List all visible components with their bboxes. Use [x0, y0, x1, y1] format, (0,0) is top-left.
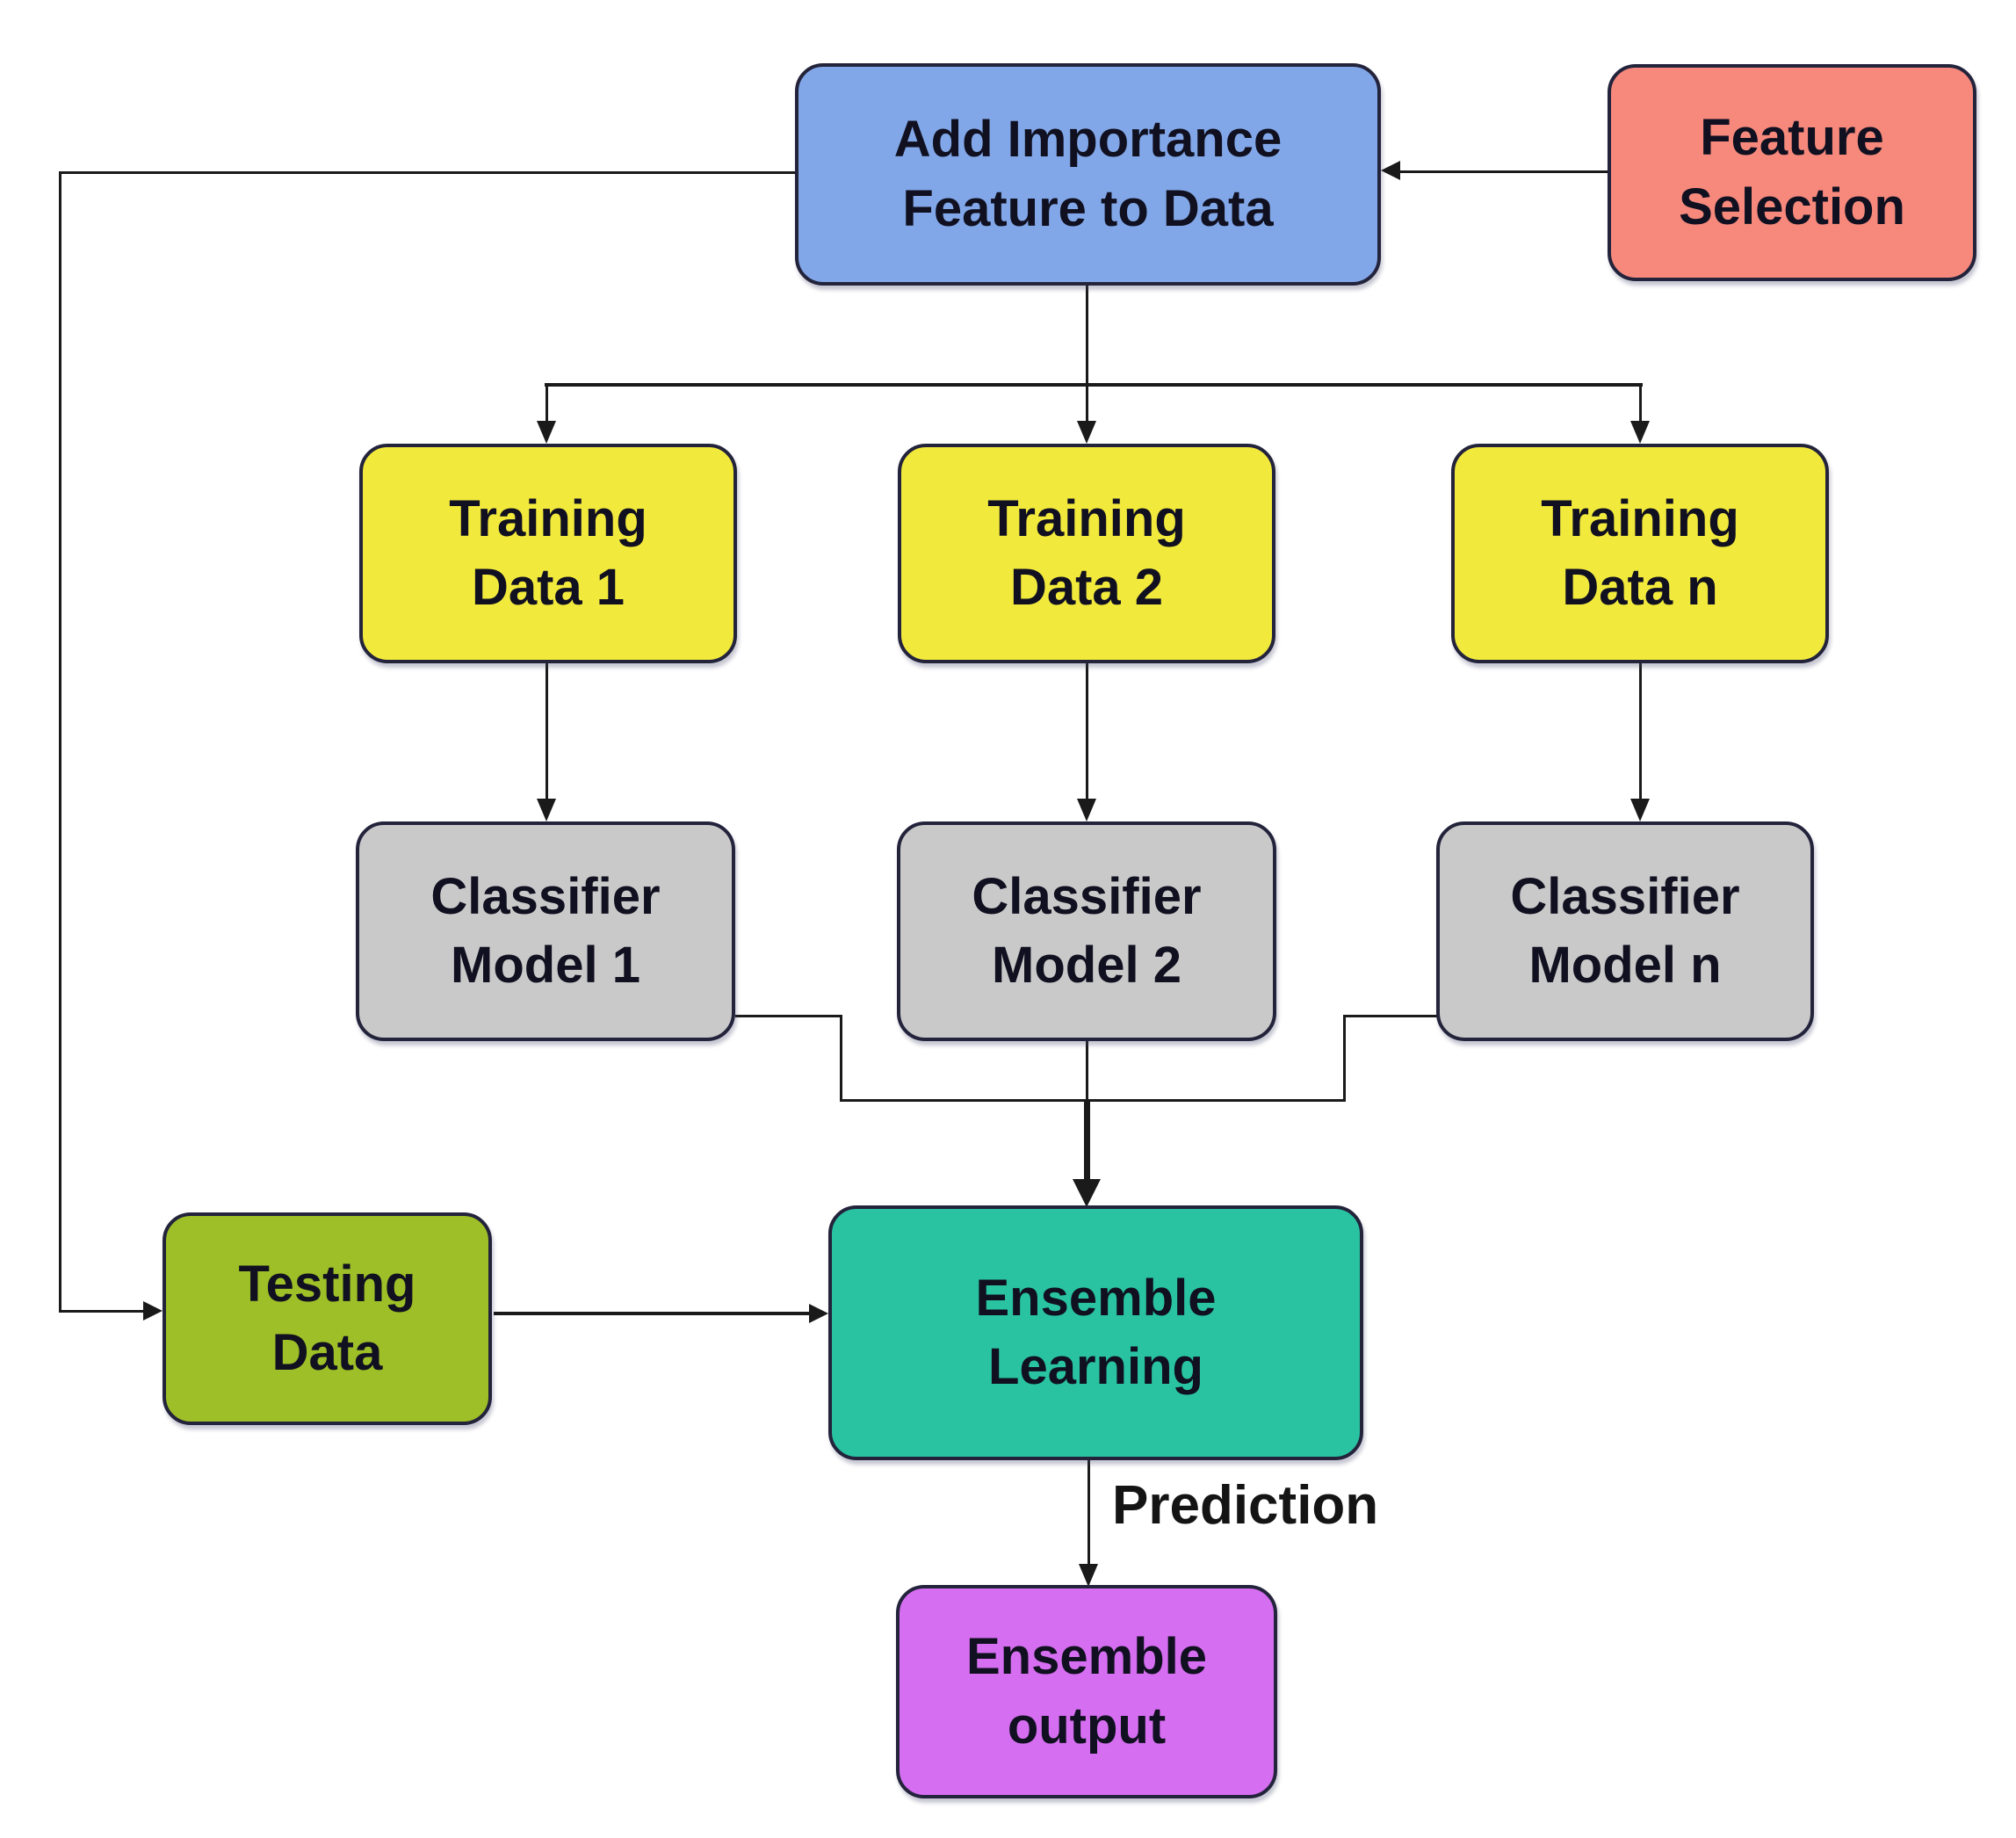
arrowhead-into-addimportance-icon [1381, 161, 1400, 180]
arrowhead-into-training2-icon [1077, 421, 1096, 444]
node-training-data-n: Training Data n [1451, 444, 1829, 663]
node-label-line2: Feature to Data [902, 179, 1274, 237]
node-label-line2: output [1007, 1697, 1167, 1755]
node-label-line2: Data n [1562, 559, 1718, 616]
arrowhead-into-training1-icon [537, 421, 556, 444]
edge-trainingn-classifiern [1639, 663, 1642, 800]
node-label-line2: Learning [988, 1338, 1203, 1395]
prediction-edge-label: Prediction [1112, 1475, 1379, 1536]
arrowhead-into-testingdata-icon [143, 1301, 163, 1321]
node-label-line2: Model 1 [451, 937, 640, 994]
edge-drop-training1 [546, 387, 548, 425]
node-training-data-2: Training Data 2 [898, 444, 1275, 663]
edge-testing-to-ensemble [494, 1312, 810, 1315]
node-label-line1: Testing [238, 1255, 416, 1313]
edge-drop-training2 [1086, 387, 1088, 425]
edge-featureselection-to-addimportance [1398, 170, 1608, 173]
arrowhead-into-ensemblelearning-left-icon [809, 1304, 828, 1323]
edge-classifiern-merge-h [1345, 1015, 1452, 1017]
node-label-line1: Training [449, 489, 647, 547]
edge-classifier1-merge-h [735, 1015, 842, 1017]
arrowhead-into-classifier2-icon [1077, 799, 1096, 821]
node-label-line1: Training [1541, 489, 1739, 547]
node-feature-selection: Feature Selection [1608, 64, 1976, 281]
node-classifier-model-2: Classifier Model 2 [897, 821, 1276, 1041]
arrowhead-into-classifiern-icon [1630, 799, 1650, 821]
edge-training2-classifier2 [1086, 663, 1088, 800]
node-label-line1: Training [987, 489, 1186, 547]
node-label-line2: Model n [1528, 937, 1722, 994]
arrowhead-into-ensemblelearning-icon [1073, 1179, 1101, 1207]
arrowhead-into-trainingn-icon [1630, 421, 1650, 444]
node-label-line2: Data [271, 1324, 383, 1381]
node-classifier-model-1: Classifier Model 1 [356, 821, 735, 1041]
node-label-line2: Data 2 [1009, 559, 1164, 616]
node-label-line1: Classifier [430, 867, 661, 925]
node-label-line1: Ensemble [966, 1628, 1207, 1686]
node-ensemble-learning: Ensemble Learning [828, 1205, 1363, 1460]
edge-classifiern-merge-v [1343, 1015, 1346, 1102]
edge-classifier2-down [1086, 1041, 1088, 1101]
node-label-line1: Classifier [972, 867, 1202, 925]
arrowhead-into-ensembleoutput-icon [1079, 1564, 1098, 1587]
node-testing-data: Testing Data [163, 1212, 492, 1425]
edge-merge-to-ensemble [1084, 1099, 1090, 1183]
arrowhead-into-classifier1-icon [537, 799, 556, 821]
edge-drop-trainingn [1639, 387, 1642, 425]
edge-feedback-left [59, 171, 61, 1313]
node-label-line1: Add Importance [893, 111, 1283, 169]
node-classifier-model-n: Classifier Model n [1436, 821, 1814, 1041]
node-label-line1: Ensemble [975, 1269, 1217, 1327]
node-ensemble-output: Ensemble output [896, 1585, 1277, 1798]
node-label-line1: Feature [1700, 109, 1884, 167]
node-label-line1: Classifier [1510, 867, 1740, 925]
edge-feedback-bottom [59, 1310, 145, 1313]
edge-merge-bar [840, 1099, 1346, 1102]
node-label-line2: Selection [1679, 177, 1905, 235]
edge-classifier1-merge-v [840, 1015, 842, 1102]
edge-addimportance-down [1086, 286, 1088, 387]
node-add-importance-feature: Add Importance Feature to Data [795, 63, 1381, 286]
node-label-line2: Data 1 [471, 559, 625, 616]
edge-ensemble-to-output [1087, 1460, 1090, 1567]
edge-feedback-top [60, 171, 795, 174]
edge-distribution-bar [545, 383, 1643, 387]
edge-training1-classifier1 [546, 663, 548, 800]
node-label-line2: Model 2 [992, 937, 1181, 994]
node-training-data-1: Training Data 1 [359, 444, 737, 663]
